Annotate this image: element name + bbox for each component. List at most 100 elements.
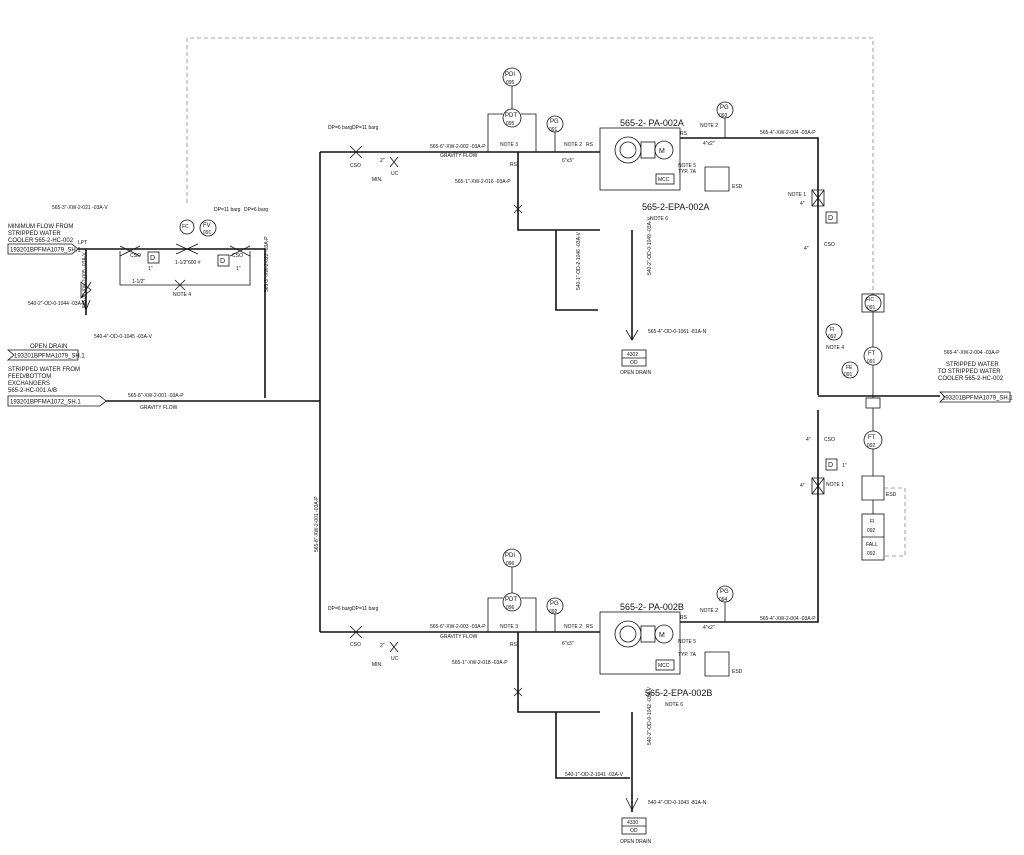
- pdt095-num: 095: [506, 121, 515, 127]
- uc-label-a: UC: [391, 171, 399, 177]
- funnel-a: [625, 329, 639, 341]
- check-valve-b[interactable]: [811, 477, 825, 495]
- csc-valve-b[interactable]: [349, 625, 363, 639]
- offpage-connector-open-drain[interactable]: [6, 349, 79, 361]
- esd-interlock-flow[interactable]: [861, 475, 885, 501]
- min-flow-label-3: COOLER 565-2-HC-002: [8, 238, 74, 244]
- four-inch-a2: 4": [804, 246, 809, 252]
- offpage-connector-stripped-in[interactable]: [7, 395, 107, 407]
- fic091-instrument[interactable]: FIC 091: [861, 293, 885, 313]
- discharge-pipe-b: [680, 410, 819, 623]
- esd-interlock-a[interactable]: [704, 166, 730, 192]
- ft091-instrument[interactable]: FT 091: [863, 346, 883, 366]
- drain-valve-min[interactable]: [80, 281, 92, 299]
- drain-4302-tag: 4302: [627, 352, 638, 358]
- d-box-rb: [825, 458, 838, 471]
- motor-a[interactable]: [654, 140, 674, 160]
- pdt095-func: PDT: [505, 113, 517, 119]
- pump-train-b: DP=6 barg DP=11 barg CSO 2" UC MIN. 565-…: [320, 410, 819, 779]
- fi092-stack[interactable]: FI 092 FALL 092: [861, 513, 885, 561]
- pdt096-impulse-lines: [487, 567, 537, 632]
- csc-valve-left[interactable]: [119, 245, 141, 257]
- line-disch-b: 565-4"-XW-2-004 -03A-P: [760, 616, 816, 622]
- uc-valve-a[interactable]: [389, 156, 399, 168]
- four-inch-b2: 4": [806, 437, 811, 443]
- pg091-instrument[interactable]: PG 091: [546, 115, 564, 133]
- csc-valve-a[interactable]: [349, 145, 363, 159]
- motor-b[interactable]: [654, 624, 674, 644]
- line-bypass-a: 565-1"-XW-2-016 -03A-P: [455, 179, 511, 185]
- fi-left-instrument[interactable]: FI 092: [825, 323, 843, 341]
- esd-b: ESD: [732, 669, 743, 675]
- pg091-func: PG: [550, 119, 559, 125]
- pg092-func: PG: [550, 601, 559, 607]
- typ-a: TYP. 7A: [678, 169, 697, 175]
- valve-rating: 600 #: [188, 260, 201, 266]
- fv091-actuator[interactable]: [179, 219, 195, 235]
- drain-4302-code: OD: [630, 360, 638, 366]
- note4-right: NOTE 4: [826, 345, 844, 351]
- pg093-num: 093: [719, 113, 728, 119]
- fi092-func: FI: [870, 519, 874, 525]
- motor-a-m-label: M: [659, 148, 665, 155]
- drain-line-b: [517, 632, 600, 713]
- fe091-instrument[interactable]: FE 091: [841, 361, 859, 379]
- dp11-a: DP=11 barg: [352, 125, 379, 131]
- ft092-instrument[interactable]: FT 092: [863, 430, 883, 450]
- pdi095-instrument[interactable]: PDI 095: [502, 67, 522, 87]
- pg094-func: PG: [720, 589, 729, 595]
- fv091-valve[interactable]: [175, 243, 199, 255]
- esd-a: ESD: [732, 184, 743, 190]
- pg094-instrument[interactable]: PG 094: [716, 585, 734, 603]
- fv091-instrument[interactable]: FV 091: [199, 219, 217, 237]
- uc-valve-b[interactable]: [389, 641, 399, 653]
- drain-valve-b[interactable]: [513, 687, 523, 697]
- signal-line-top: [186, 37, 874, 300]
- stripped-in-1: STRIPPED WATER FROM: [8, 367, 80, 373]
- pdt095-instrument[interactable]: PDT 095: [502, 108, 522, 128]
- esd-interlock-b[interactable]: [704, 651, 730, 677]
- pump-a-coupling: [640, 141, 656, 159]
- drain-4330-label: OPEN DRAIN: [620, 839, 652, 845]
- csc-valve-right[interactable]: [229, 245, 251, 257]
- stripped-out-2: TO STRIPPED WATER: [938, 369, 1001, 375]
- pdi096-func: PDI: [505, 553, 515, 559]
- bypass-valve[interactable]: [174, 279, 186, 291]
- flow-element-box[interactable]: [865, 397, 881, 409]
- check-valve-a[interactable]: [811, 189, 825, 207]
- line-suct-b: 565-6"-XW-2-003 -03A-P: [430, 624, 486, 630]
- pg092-num: 092: [549, 609, 558, 615]
- gravity-a: GRAVITY FLOW: [440, 153, 478, 159]
- esd-flow-loop: [884, 487, 906, 557]
- d-label-rb: D: [828, 462, 833, 469]
- pg091-num: 091: [549, 127, 558, 133]
- pdi096-instrument[interactable]: PDI 096: [502, 548, 522, 568]
- min-flow-inlet: MINIMUM FLOW FROM STRIPPED WATER COOLER …: [7, 224, 81, 255]
- line-drain-b2: 540-2"-OD-0-1042 -03A-V: [647, 686, 653, 745]
- pdi096-num: 096: [506, 561, 515, 567]
- pump-a-casing[interactable]: [614, 136, 642, 164]
- d-box-left: [147, 251, 160, 264]
- mcc-a-box: [655, 173, 675, 185]
- four-inch-a1: 4": [800, 201, 805, 207]
- funnel-min-flow: [81, 299, 91, 312]
- typ-b: TYP. 7A: [678, 652, 697, 658]
- fi-left-func: FI: [830, 327, 834, 333]
- disch-size-b: 4"x2": [703, 625, 715, 631]
- pdt096-instrument[interactable]: PDT 096: [502, 592, 522, 612]
- rs3-b: RS: [680, 615, 688, 621]
- min-flow-label-2: STRIPPED WATER: [8, 231, 61, 237]
- pg092-instrument[interactable]: PG 092: [546, 597, 564, 615]
- pump-train-a: DP=6 barg DP=11 barg CSO 2" UC MIN. 565-…: [320, 118, 819, 395]
- esd-flow: ESD: [886, 492, 897, 498]
- fe091-num: 091: [844, 372, 853, 378]
- suction-size-b: 6"x3": [562, 641, 574, 647]
- offpage-connector-stripped-out[interactable]: [939, 391, 1011, 403]
- drain-4330-code: OD: [630, 828, 638, 834]
- pg093-instrument[interactable]: PG 093: [716, 101, 734, 119]
- drain-valve-a[interactable]: [513, 204, 523, 214]
- csc-rb: CSO: [824, 437, 835, 443]
- pump-b-casing[interactable]: [614, 620, 642, 648]
- offpage-connector-min-flow[interactable]: [7, 243, 79, 255]
